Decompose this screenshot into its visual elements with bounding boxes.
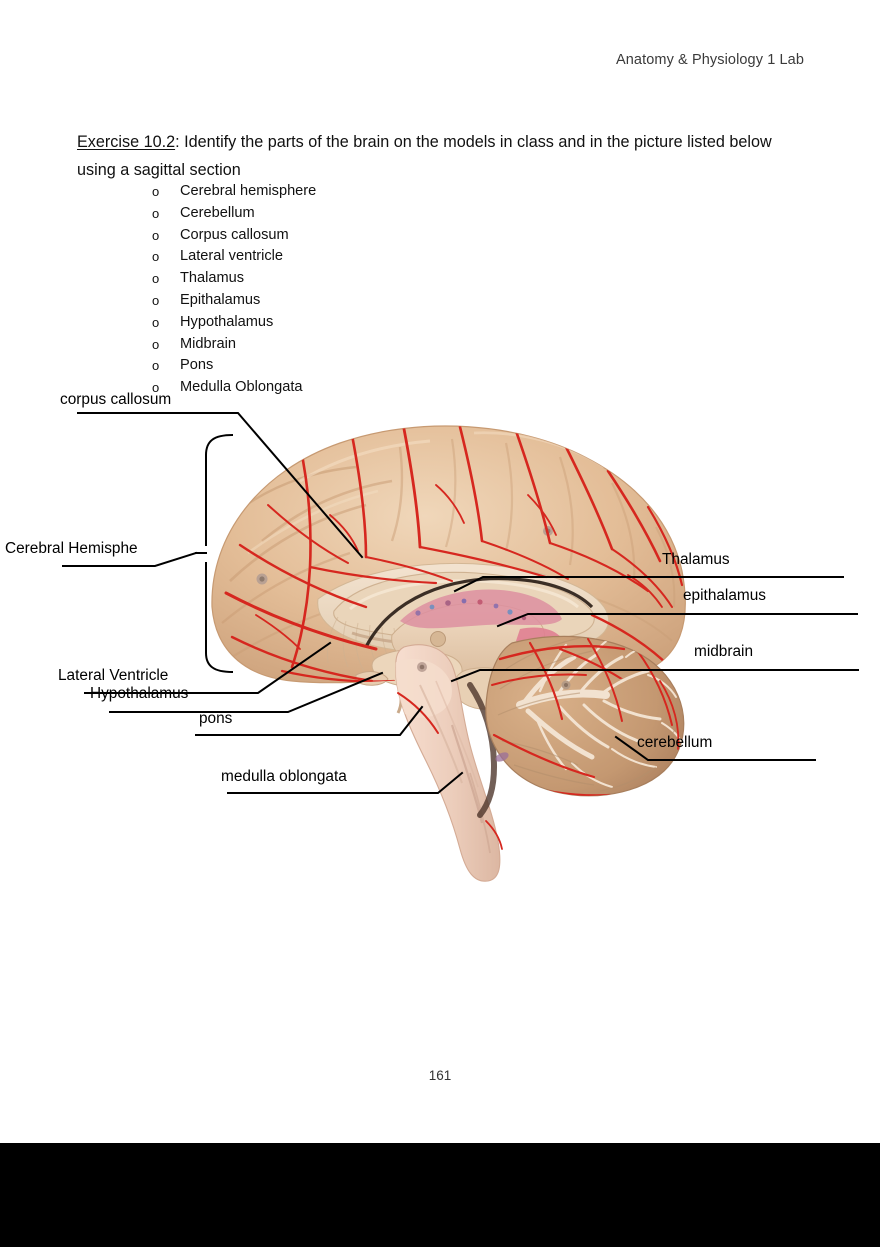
leader-pons [195,705,424,736]
bullet-circle-icon: o [152,336,160,352]
list-item: o Cerebellum [152,203,316,225]
list-item: o Pons [152,355,316,377]
leader-lines [62,412,859,794]
bullet-circle-icon: o [152,292,160,308]
list-item: o Corpus callosum [152,225,316,247]
brainstem-shading [395,659,491,854]
label-midbrain: midbrain [694,643,754,660]
bracket-cerebral-hemisphere [205,433,234,546]
label-hypothalamus: Hypothalamus [90,685,189,702]
leader-medulla-oblongata [227,771,464,794]
bullet-circle-icon: o [152,271,160,287]
exercise-instruction: Exercise 10.2: Identify the parts of the… [77,128,807,184]
list-item-label: Lateral ventricle [180,248,284,265]
list-item-label: Midbrain [180,335,236,352]
leader-lateral-ventricle [84,641,332,694]
list-item: o Thalamus [152,268,316,290]
sagittal-brain-figure: corpus callosum Cerebral Hemisphe Latera… [0,385,880,905]
exercise-prompt-text: : Identify the parts of the brain on the… [77,133,772,179]
bullet-circle-icon: o [152,205,160,221]
page-number: 161 [428,1068,452,1083]
list-item-label: Thalamus [180,270,245,287]
list-item-label: Corpus callosum [180,226,289,243]
leader-midbrain [450,669,859,683]
list-item: o Cerebral hemisphere [152,181,316,203]
list-item-label: Epithalamus [180,291,261,308]
brainstem-group [395,644,501,882]
label-thalamus: Thalamus [662,551,730,568]
label-cerebral-hemisphere: Cerebral Hemisphe [5,540,138,557]
choroid-plexus-detail [415,598,527,621]
label-medulla-oblongata: medulla oblongata [221,768,347,785]
list-item: o Medulla Oblongata [152,377,316,399]
arterial-network [224,426,684,850]
bullet-circle-icon: o [152,358,160,374]
list-item-label: Cerebral hemisphere [180,183,317,199]
brain-sagittal-illustration [62,412,859,882]
list-item-label: Medulla Oblongata [180,379,303,396]
list-item-label: Hypothalamus [180,313,274,330]
label-pons: pons [199,710,233,727]
bottom-black-band [0,1143,880,1247]
interthalamic-adhesion [430,631,446,647]
label-epithalamus: epithalamus [683,587,766,604]
leader-epithalamus [496,613,858,628]
bullet-circle-icon: o [152,249,160,265]
page-running-header: Anatomy & Physiology 1 Lab [616,52,804,68]
leader-cerebral-hemisphere [62,551,198,567]
arbor-vitae [497,636,684,792]
exercise-number-label: Exercise 10.2 [77,133,176,151]
bracket-cerebral-hemisphere-lower [205,562,234,674]
list-item: o Epithalamus [152,290,316,312]
cerebellar-vessel-speck [495,752,509,762]
fourth-ventricle-fissure [467,682,498,818]
list-item: o Midbrain [152,334,316,356]
bullet-circle-icon: o [152,314,160,330]
bullet-circle-icon: o [152,380,160,396]
label-lateral-ventricle: Lateral Ventricle [58,667,169,684]
leader-hypothalamus [109,671,384,713]
leader-cerebellum [614,735,816,761]
choroid-plexus-band [400,589,562,629]
list-item: o Hypothalamus [152,312,316,334]
bullet-circle-icon: o [152,184,160,199]
list-item: o Lateral ventricle [152,246,316,268]
bullet-circle-icon: o [152,227,160,243]
list-item-label: Pons [180,357,214,374]
list-item-label: Cerebellum [180,204,255,221]
label-cerebellum: cerebellum [637,734,713,751]
fornix-arc [364,576,594,648]
leader-thalamus [453,576,844,593]
label-corpus-callosum: corpus callosum [60,391,172,408]
leader-corpus-callosum [77,412,364,559]
